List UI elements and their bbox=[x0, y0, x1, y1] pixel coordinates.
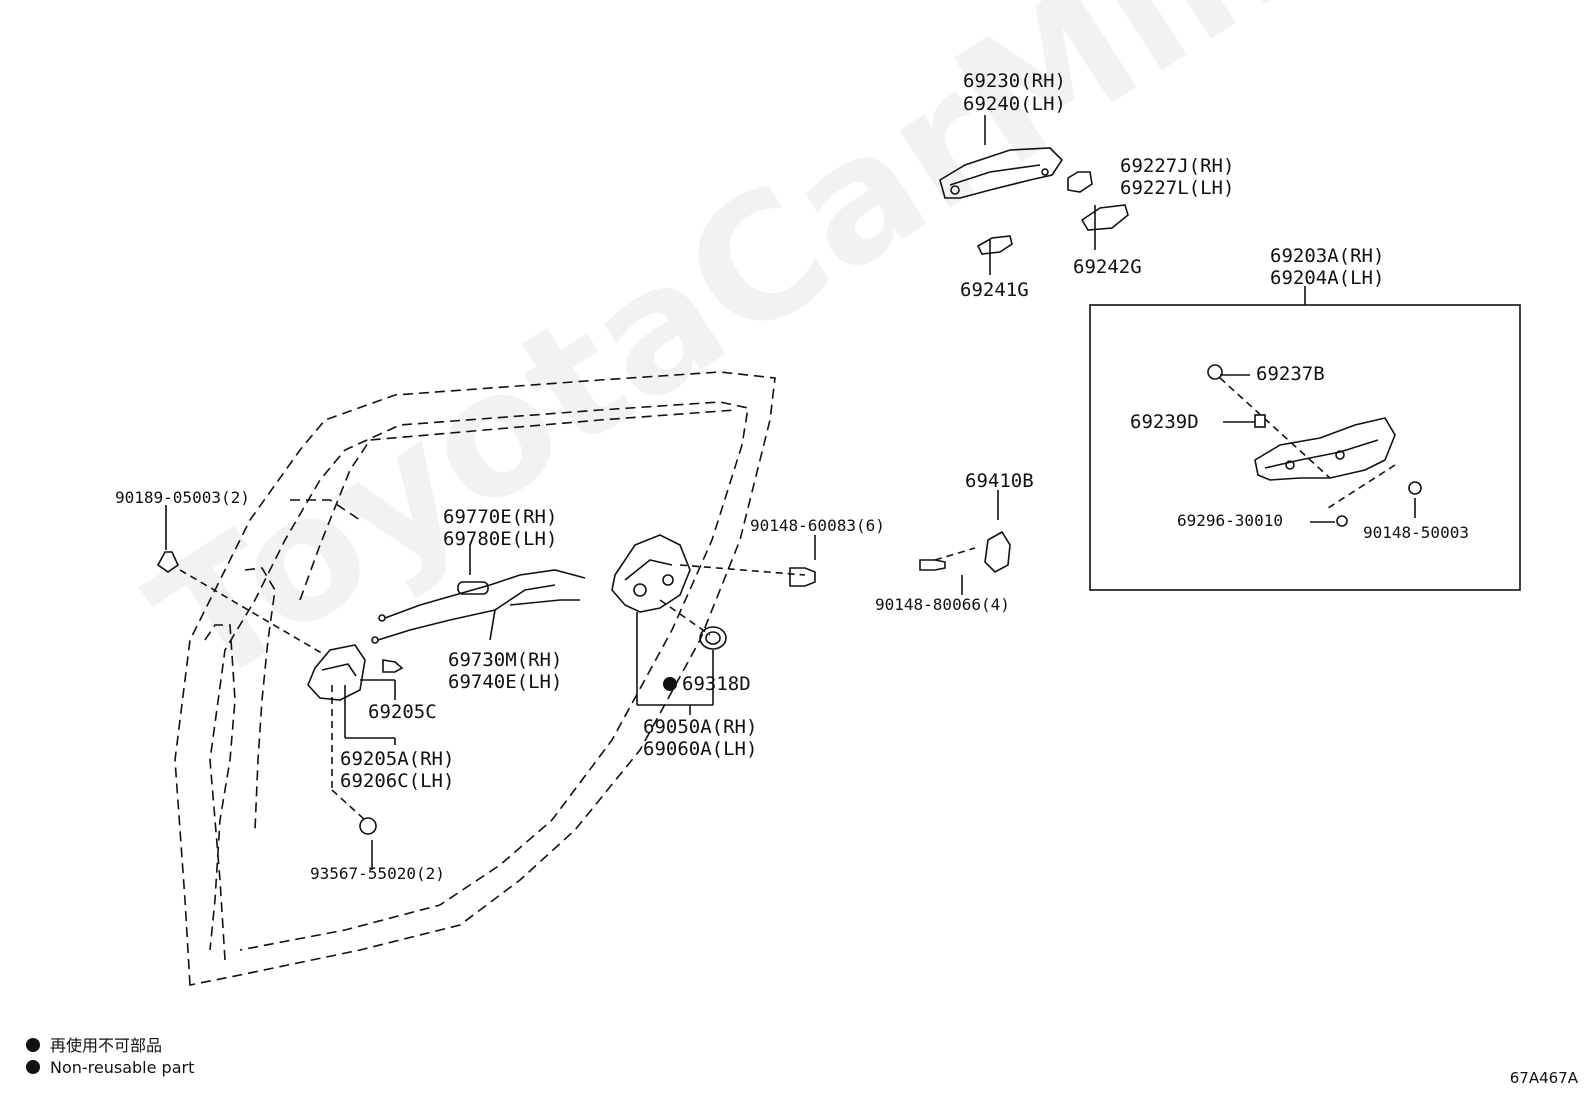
striker-screw-part bbox=[919, 559, 946, 571]
label-69230: 69230(RH) bbox=[963, 70, 1066, 92]
lock-seal-part bbox=[699, 626, 727, 650]
inside-lock-part bbox=[307, 644, 366, 701]
leader-lines bbox=[165, 115, 1416, 870]
label-69730M: 69730M(RH) bbox=[448, 649, 562, 671]
legend-jp: 再使用不可部品 bbox=[26, 1032, 162, 1056]
label-69239D: 69239D bbox=[1130, 411, 1199, 433]
legend-dot-icon bbox=[26, 1038, 40, 1052]
label-90148-50003: 90148-50003 bbox=[1363, 523, 1469, 542]
door-screw-part bbox=[359, 817, 377, 835]
legend-en-text: Non-reusable part bbox=[50, 1058, 195, 1077]
front-pad-part bbox=[976, 235, 1013, 255]
label-69205A: 69205A(RH) bbox=[340, 748, 454, 770]
legend-jp-text: 再使用不可部品 bbox=[50, 1036, 163, 1055]
diagram-code: 67A467A bbox=[1509, 1069, 1578, 1087]
frame-bolt-part bbox=[1408, 481, 1422, 495]
label-69050A: 69050A(RH) bbox=[643, 716, 757, 738]
label-69240: 69240(LH) bbox=[963, 93, 1066, 115]
legend-en: Non-reusable part bbox=[26, 1058, 194, 1077]
label-69770E: 69770E(RH) bbox=[443, 506, 557, 528]
label-90148-80066: 90148-80066(4) bbox=[875, 595, 1010, 614]
label-69296: 69296-30010 bbox=[1177, 511, 1283, 530]
label-90189: 90189-05003(2) bbox=[115, 488, 250, 507]
door-outline bbox=[174, 371, 776, 986]
handle-cap-part bbox=[1067, 171, 1093, 193]
label-69204A: 69204A(LH) bbox=[1270, 267, 1384, 289]
clip-part bbox=[1254, 414, 1266, 428]
inside-lock-screw-part bbox=[382, 659, 404, 673]
door-clip-part bbox=[156, 551, 180, 573]
label-93567: 93567-55020(2) bbox=[310, 864, 445, 883]
grommet-part bbox=[1207, 364, 1223, 380]
striker-part bbox=[984, 530, 1011, 573]
handle-assembly-box bbox=[1089, 304, 1521, 591]
lock-cables bbox=[371, 569, 586, 644]
label-69740E: 69740E(LH) bbox=[448, 671, 562, 693]
part-labels: 69230(RH) 69240(LH) 69227J(RH) 69227L(LH… bbox=[115, 70, 1469, 883]
non-reusable-marker bbox=[663, 677, 677, 691]
label-69206C: 69206C(LH) bbox=[340, 770, 454, 792]
label-90148-60083: 90148-60083(6) bbox=[750, 516, 885, 535]
label-69410B: 69410B bbox=[965, 470, 1034, 492]
dashed-connectors bbox=[179, 377, 1396, 821]
label-69060A: 69060A(LH) bbox=[643, 738, 757, 760]
legend-dot-icon bbox=[26, 1060, 40, 1074]
label-69780E: 69780E(LH) bbox=[443, 528, 557, 550]
handle-frame-part bbox=[1254, 417, 1396, 481]
label-69227J: 69227J(RH) bbox=[1120, 155, 1234, 177]
label-69241G: 69241G bbox=[960, 279, 1029, 301]
label-69237B: 69237B bbox=[1256, 363, 1325, 385]
label-69203A: 69203A(RH) bbox=[1270, 245, 1384, 267]
small-screw-part bbox=[1336, 515, 1348, 527]
label-69205C: 69205C bbox=[368, 701, 437, 723]
door-lock-part bbox=[611, 534, 691, 613]
label-69318D: 69318D bbox=[682, 673, 751, 695]
label-69242G: 69242G bbox=[1073, 256, 1142, 278]
label-69227L: 69227L(LH) bbox=[1120, 177, 1234, 199]
lock-bolt-part bbox=[789, 567, 816, 587]
outside-handle-part bbox=[939, 147, 1064, 199]
rear-pad-part bbox=[1080, 204, 1129, 231]
